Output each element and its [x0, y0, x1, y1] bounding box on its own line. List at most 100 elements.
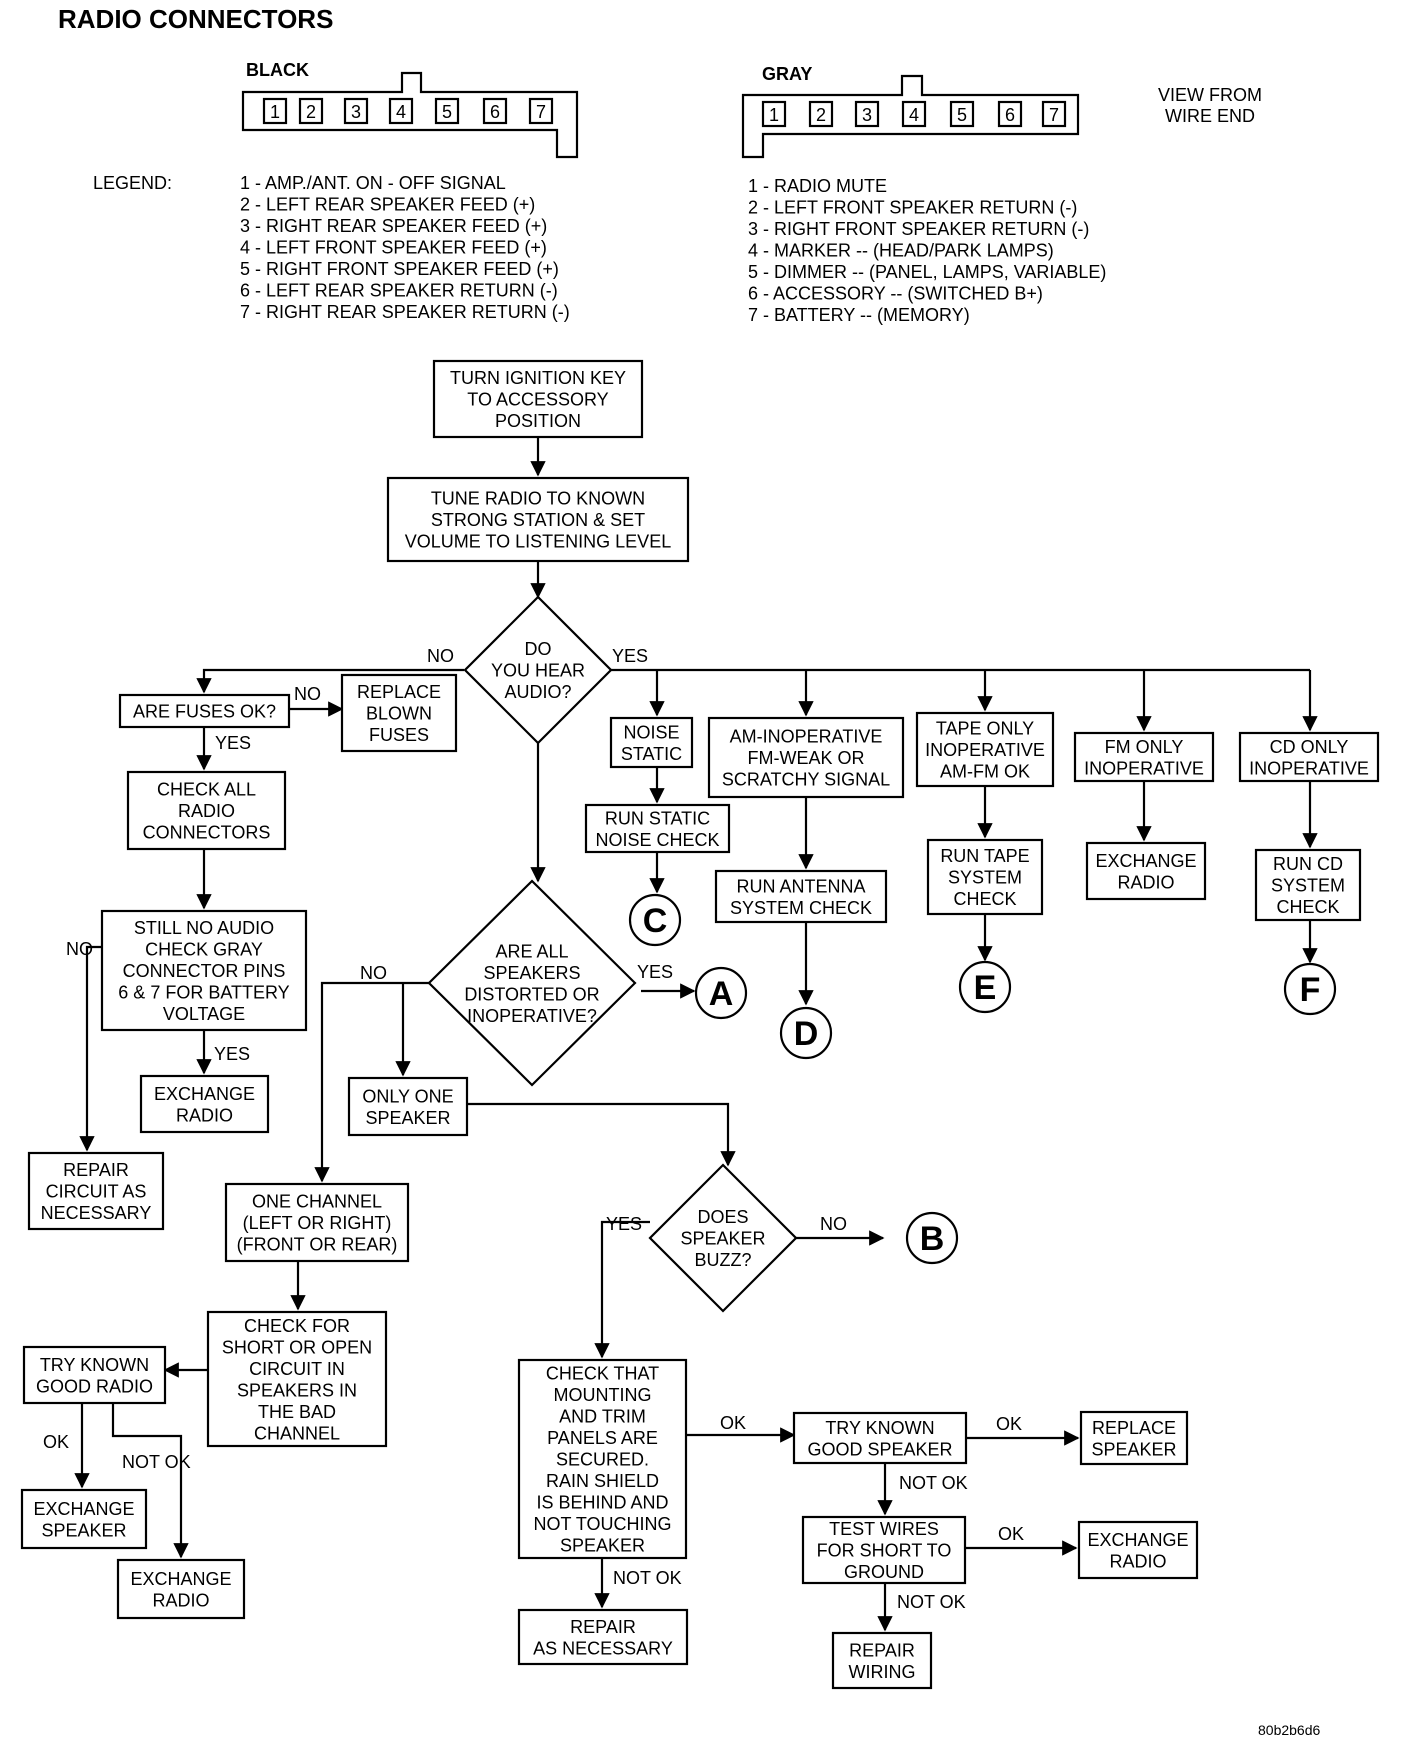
speaker-buzz-line-2: SPEAKER — [680, 1229, 765, 1249]
check-connectors-line-1: CHECK ALL — [157, 780, 256, 800]
gray-pin-3-number: 3 — [862, 105, 872, 125]
still-no-audio-frame — [100, 909, 308, 1032]
all-speakers-line-2: SPEAKERS — [483, 963, 580, 983]
repair-wiring-frame — [831, 1631, 933, 1690]
black-legend-item-5: 5 - RIGHT FRONT SPEAKER FEED (+) — [240, 259, 559, 279]
only-one-line-2: SPEAKER — [365, 1108, 450, 1128]
replace-speaker-line-1: REPLACE — [1092, 1418, 1176, 1438]
label-hear-yes: YES — [612, 646, 648, 666]
am-inoperative-frame — [707, 716, 905, 799]
black-connector-label: BLACK — [246, 60, 309, 80]
gray-pin-1-box — [761, 100, 787, 128]
black-pin-7-box — [528, 97, 554, 125]
terminal-b-label: B — [920, 1220, 945, 1258]
gray-legend-item-7: 7 - BATTERY -- (MEMORY) — [748, 305, 970, 325]
check-mounting-line-9: SPEAKER — [560, 1536, 645, 1556]
label-tryradio-notok: NOT OK — [122, 1452, 191, 1472]
tape-only-line-2: INOPERATIVE — [925, 740, 1045, 760]
black-pin-1-number: 1 — [270, 102, 280, 122]
try-radio-frame — [22, 1345, 167, 1405]
gray-connector-housing — [741, 74, 1080, 159]
check-mounting-line-7: IS BEHIND AND — [536, 1493, 668, 1513]
gray-pin-2-number: 2 — [816, 105, 826, 125]
turn-ignition-line-2: TO ACCESSORY — [467, 390, 608, 410]
run-antenna-frame — [714, 869, 888, 924]
gray-pin-1-number: 1 — [769, 105, 779, 125]
still-no-audio-line-5: VOLTAGE — [163, 1004, 245, 1024]
noise-static-line-1: NOISE — [623, 722, 679, 742]
black-pin-3-number: 3 — [351, 102, 361, 122]
check-short-line-4: SPEAKERS IN — [237, 1380, 357, 1400]
noise-static-line-2: STATIC — [621, 744, 682, 764]
label-mounting-notok: NOT OK — [613, 1568, 682, 1588]
edge-tryradio-notok — [111, 1403, 189, 1559]
terminal-f-circle — [1283, 962, 1337, 1016]
run-antenna-line-1: RUN ANTENNA — [736, 876, 865, 896]
terminal-c-circle — [628, 893, 682, 947]
terminal-b: B — [905, 1211, 959, 1265]
edge-labels: NO YES NO YES NO YES NO YES YES NO OK NO… — [43, 646, 1024, 1612]
cd-only-line-1: CD ONLY — [1270, 737, 1349, 757]
cd-only-line-2: INOPERATIVE — [1249, 758, 1369, 778]
black-pin-4-number: 4 — [396, 102, 406, 122]
terminal-d-circle — [779, 1006, 833, 1060]
tape-only-line-1: TAPE ONLY — [936, 719, 1034, 739]
black-pin-6-box — [482, 97, 508, 125]
speaker-buzz-line-3: BUZZ? — [694, 1250, 751, 1270]
check-short-frame — [206, 1310, 388, 1448]
fuses-ok-line-1: ARE FUSES OK? — [133, 702, 276, 722]
fuses-ok-frame — [118, 693, 291, 729]
check-connectors-frame — [126, 770, 287, 851]
turn-ignition-line-1: TURN IGNITION KEY — [450, 368, 626, 388]
view-note-line2: WIRE END — [1165, 106, 1255, 126]
one-channel-line-3: (FRONT OR REAR) — [237, 1235, 398, 1255]
run-static-line-2: NOISE CHECK — [595, 830, 719, 850]
tune-radio-line-3: VOLUME TO LISTENING LEVEL — [405, 532, 671, 552]
run-cd-line-1: RUN CD — [1273, 854, 1343, 874]
label-tryspk-notok: NOT OK — [899, 1473, 968, 1493]
tape-only-line-3: AM-FM OK — [940, 762, 1030, 782]
repair-circuit-line-2: CIRCUIT AS — [46, 1182, 147, 1202]
replace-fuses-frame — [340, 673, 458, 753]
label-buzz-yes: YES — [606, 1214, 642, 1234]
terminal-a-label: A — [709, 975, 734, 1013]
gray-pin-6-box — [997, 100, 1023, 128]
exchange-radio-4-line-2: RADIO — [1109, 1551, 1166, 1571]
terminal-e: E — [958, 960, 1012, 1014]
black-connector-housing — [241, 71, 579, 159]
black-legend-item-7: 7 - RIGHT REAR SPEAKER RETURN (-) — [240, 302, 570, 322]
run-antenna-line-2: SYSTEM CHECK — [730, 898, 872, 918]
gray-legend-item-3: 3 - RIGHT FRONT SPEAKER RETURN (-) — [748, 219, 1089, 239]
black-pin-2-box — [298, 97, 324, 125]
black-pin-3-box — [343, 97, 369, 125]
label-testwires-ok: OK — [998, 1524, 1024, 1544]
turn-ignition-line-3: POSITION — [495, 411, 581, 431]
still-no-audio-line-4: 6 & 7 FOR BATTERY — [118, 983, 289, 1003]
speaker-buzz-diamond — [648, 1163, 798, 1313]
check-short-line-6: CHANNEL — [254, 1423, 340, 1443]
check-mounting-line-1: CHECK THAT — [546, 1364, 659, 1384]
edge-onlyone-buzz — [467, 1102, 736, 1167]
check-connectors-line-3: CONNECTORS — [143, 823, 271, 843]
terminal-d-label: D — [794, 1015, 819, 1053]
black-pin-4-box — [388, 97, 414, 125]
black-legend-item-2: 2 - LEFT REAR SPEAKER FEED (+) — [240, 195, 535, 215]
edge-buzz-yes — [594, 1220, 650, 1359]
